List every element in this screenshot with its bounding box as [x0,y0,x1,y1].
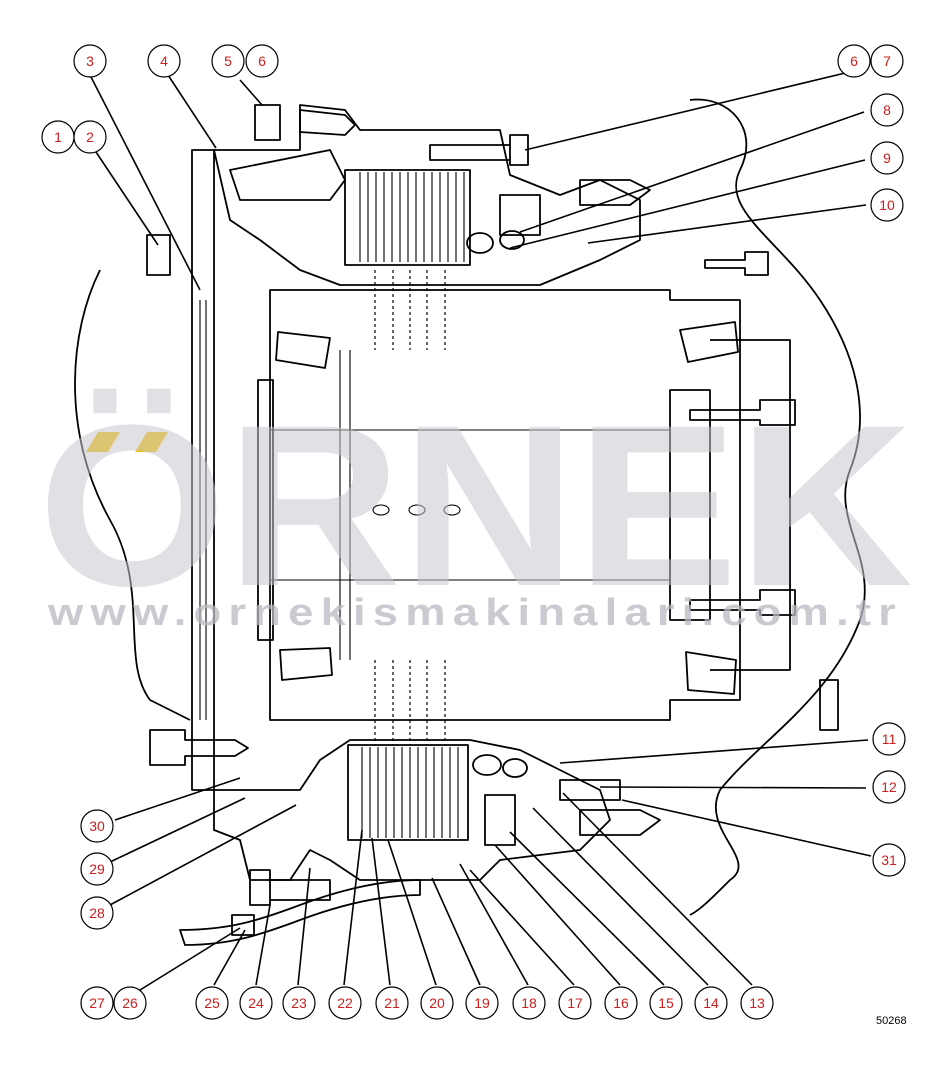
svg-text:3: 3 [86,53,94,69]
svg-text:30: 30 [89,818,105,834]
callout-5: 5 [211,44,245,78]
svg-text:13: 13 [749,995,765,1011]
callout-26: 26 [113,986,147,1020]
callout-6-top-left: 6 [245,44,279,78]
svg-text:5: 5 [224,53,232,69]
upper-housing [213,104,641,286]
svg-text:11: 11 [882,731,897,747]
callout-24: 24 [239,986,273,1020]
drawing-number: 50268 [876,1015,907,1027]
leader-lines [89,67,872,991]
svg-text:31: 31 [881,852,897,868]
svg-text:28: 28 [89,905,105,921]
svg-text:9: 9 [883,150,891,166]
svg-text:20: 20 [429,995,445,1011]
watermark: ÖRNEK www.ornekismakinalari.com.tr [38,377,913,634]
svg-text:8: 8 [883,102,891,118]
callout-11: 11 [872,722,906,756]
svg-text:29: 29 [89,861,105,877]
callout-10: 10 [870,188,904,222]
svg-text:2: 2 [86,129,94,145]
callout-19: 19 [465,986,499,1020]
watermark-brand: ÖRNEK [38,377,913,634]
upper-disc-stack [344,169,471,266]
svg-text:6: 6 [258,53,266,69]
svg-text:25: 25 [204,995,220,1011]
svg-text:26: 26 [122,995,138,1011]
svg-text:6: 6 [850,53,858,69]
callout-6-top-right: 6 [837,44,871,78]
callout-25: 25 [195,986,229,1020]
watermark-accent-left [86,432,120,452]
svg-text:1: 1 [54,129,62,145]
housing-outline-right [689,98,866,916]
callout-27: 27 [80,986,114,1020]
svg-text:7: 7 [883,53,891,69]
callout-23: 23 [282,986,316,1020]
svg-text:27: 27 [89,995,105,1011]
callouts: 1 2 3 4 5 6 6 7 8 9 10 11 12 31 30 29 28… [41,44,906,1020]
svg-text:16: 16 [613,995,629,1011]
callout-22: 22 [328,986,362,1020]
callout-15: 15 [649,986,683,1020]
svg-text:19: 19 [474,995,490,1011]
callout-16: 16 [604,986,638,1020]
svg-text:14: 14 [703,995,719,1011]
callout-29: 29 [80,852,114,886]
bolt-left-upper [146,234,171,276]
svg-text:12: 12 [881,779,897,795]
svg-text:4: 4 [160,53,168,69]
callout-18: 18 [512,986,546,1020]
svg-text:18: 18 [521,995,537,1011]
bolt-left-lower [149,729,249,766]
callout-21: 21 [375,986,409,1020]
callout-13: 13 [740,986,774,1020]
callout-7: 7 [870,44,904,78]
svg-text:15: 15 [658,995,674,1011]
inner-bearing-top [275,331,331,369]
callout-17: 17 [558,986,592,1020]
outer-bearing-top [679,321,739,363]
callout-9: 9 [870,141,904,175]
svg-text:10: 10 [879,197,895,213]
callout-20: 20 [420,986,454,1020]
svg-text:22: 22 [337,995,353,1011]
callout-30: 30 [80,809,114,843]
callout-12: 12 [872,770,906,804]
housing-outline-left [74,269,191,721]
watermark-accent-right [135,432,168,452]
callout-28: 28 [80,896,114,930]
hub-shaft [269,289,741,721]
callout-3: 3 [73,44,107,78]
assembly-drawing [74,98,866,946]
callout-14: 14 [694,986,728,1020]
callout-8: 8 [870,93,904,127]
svg-text:17: 17 [567,995,583,1011]
callout-31: 31 [872,843,906,877]
lower-disc-stack [347,744,469,841]
inner-bearing-bottom [279,647,333,681]
outer-bearing-bottom [685,651,737,695]
svg-text:21: 21 [384,995,400,1011]
svg-text:23: 23 [291,995,307,1011]
callout-2: 2 [73,120,107,154]
watermark-url: www.ornekismakinalari.com.tr [47,592,903,634]
svg-text:24: 24 [248,995,264,1011]
lower-housing [213,739,611,881]
callout-4: 4 [147,44,181,78]
callout-1: 1 [41,120,75,154]
cable [179,879,421,946]
